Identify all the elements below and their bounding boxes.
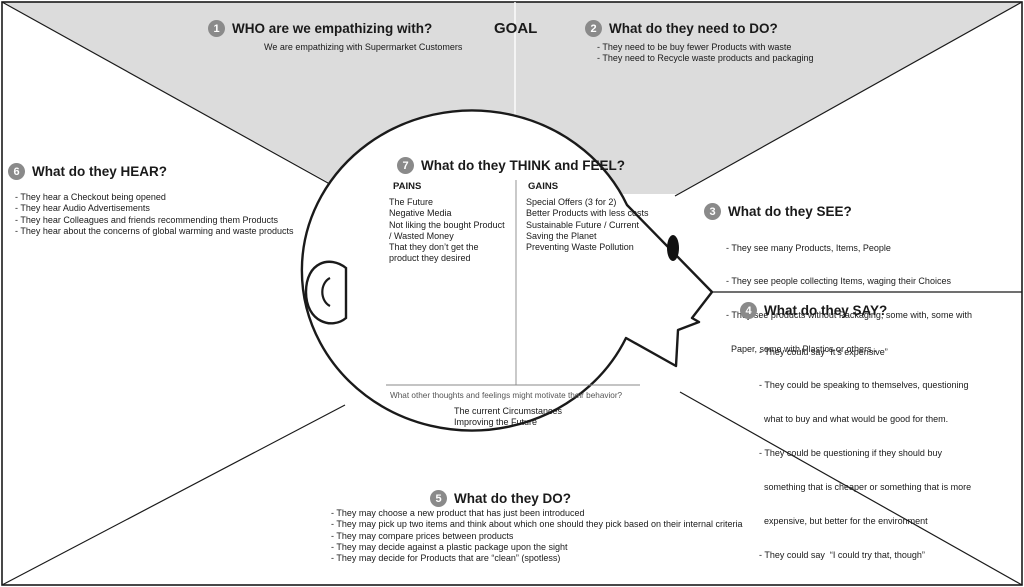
list-item: Negative Media [389,208,452,219]
list-item: / Wasted Money [389,230,454,241]
list-item: - They hear a Checkout being opened [15,192,166,202]
think-title-text: What do they THINK and FEEL? [421,158,625,173]
who-title: 1 WHO are we empathizing with? [208,20,432,37]
list-item: what to buy and what would be good for t… [759,414,949,425]
need-title: 2 What do they need to DO? [585,20,778,37]
see-title: 3 What do they SEE? [704,203,852,220]
diagonal-bottom-right [679,391,1023,586]
list-item: - They may compare prices between produc… [331,530,514,541]
ear-inner [321,277,331,307]
ear [304,260,348,325]
list-item: Paper, some with Plastics or others.. [726,344,877,355]
list-item: - They may decide for Products that are … [331,553,561,564]
list-item: Sustainable Future / Current [526,219,640,230]
list-item: Preventing Waste Pollution [526,242,634,253]
list-item: - They may pick up two items and think a… [331,519,743,530]
motivation-question: What other thoughts and feelings might m… [390,391,623,400]
list-item: expensive, but better for the environmen… [759,516,928,527]
need-number-badge: 2 [585,20,602,37]
think-number-badge: 7 [397,157,414,174]
think-title: 7 What do they THINK and FEEL? [397,157,625,174]
diagonal-top-right [674,1,1023,197]
list-item: - They need to be buy fewer Products wit… [597,42,792,52]
list-item: product they desired [389,253,471,264]
who-title-text: WHO are we empathizing with? [232,21,433,36]
do-list: - They may choose a new product that has… [331,508,743,564]
list-item: Better Products with less costs [526,208,649,219]
say-list: - They could say “It’s expensive” - They… [759,324,971,573]
list-item: something that is cheaper or something t… [759,482,972,493]
list-item: - They hear Audio Advertisements [15,203,150,214]
list-item: - They hear about the concerns of global… [15,225,294,236]
see-title-text: What do they SEE? [728,204,852,219]
say-title-text: What do they SAY? [764,303,888,318]
diagonal-bottom-left [1,404,346,586]
list-item: Not liking the bought Product [389,219,505,230]
do-number-badge: 5 [430,490,447,507]
hear-title: 6 What do they HEAR? [8,163,167,180]
do-title-text: What do they DO? [454,491,571,506]
need-title-text: What do they need to DO? [609,21,778,36]
motivation-list: The current Circumstances Improving the … [454,406,562,429]
goal-label: GOAL [494,20,538,37]
say-number-badge: 4 [740,302,757,319]
list-item: Saving the Planet [526,230,597,241]
list-item: - They need to Recycle waste products an… [597,53,814,64]
hear-list: - They hear a Checkout being opened - Th… [15,192,294,237]
do-title: 5 What do they DO? [430,490,571,507]
gains-label: GAINS [528,181,559,192]
see-number-badge: 3 [704,203,721,220]
list-item: The current Circumstances [454,406,563,416]
say-title: 4 What do they SAY? [740,302,887,319]
list-item: - They see people collecting Items, wagi… [726,276,951,287]
list-item: - They could be questioning if they shou… [759,448,942,459]
hear-number-badge: 6 [8,163,25,180]
list-item: - They hear Colleagues and friends recom… [15,214,278,225]
need-list: - They need to be buy fewer Products wit… [597,42,813,65]
eye [667,235,679,261]
who-subtitle: We are empathizing with Supermarket Cust… [264,42,463,52]
list-item: Improving the Future [454,417,538,428]
hear-title-text: What do they HEAR? [32,164,167,179]
list-item: The Future [389,197,434,207]
list-item: - They may choose a new product that has… [331,508,585,518]
list-item: - They see many Products, Items, People [726,242,891,253]
top-band [2,2,1022,194]
list-item: - They could say “I could try that, thou… [759,549,925,560]
see-list: - They see many Products, Items, People … [726,220,972,367]
list-item: Special Offers (3 for 2) [526,197,617,207]
diagonal-top-left [1,1,356,199]
list-item: - They could be speaking to themselves, … [759,380,969,391]
pains-label: PAINS [393,181,422,192]
who-number-badge: 1 [208,20,225,37]
gains-list: Special Offers (3 for 2) Better Products… [526,197,649,253]
list-item: - They could say “It’s expensive” [759,346,888,357]
list-item: That they don’t get the [389,242,479,253]
list-item: - They may decide against a plastic pack… [331,541,568,552]
head-outline [300,109,714,432]
pains-list: The Future Negative Media Not liking the… [389,197,505,265]
